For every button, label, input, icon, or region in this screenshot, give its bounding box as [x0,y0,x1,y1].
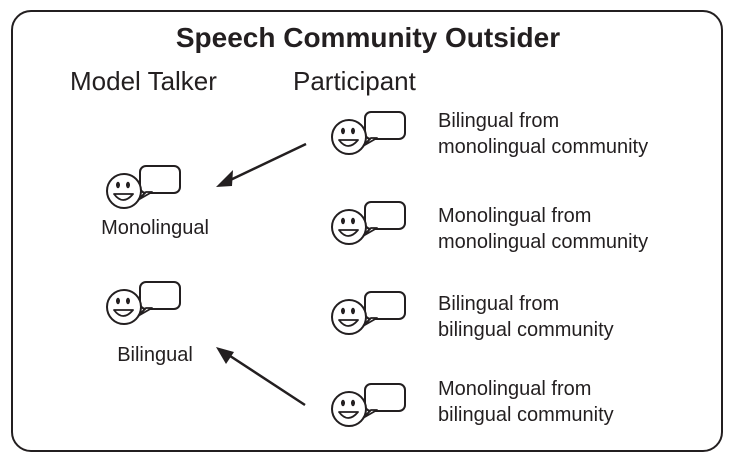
smiley-speech-bubble-icon [106,165,181,209]
participant-label-line1: Bilingual from [438,110,560,132]
participant-label: Monolingual from monolingual community [438,203,648,255]
participant-label-line1: Monolingual from [438,378,592,400]
smiley-speech-bubble-icon [331,291,406,335]
model-talker-label-monolingual: Monolingual [101,217,209,239]
diagram-title: Speech Community Outsider [175,22,561,53]
arrow-to-bilingual [223,350,306,407]
participant-label-line2: monolingual community [438,136,649,158]
smiley-speech-bubble-icon [331,111,406,155]
participant-label-line1: Monolingual from [438,205,592,227]
participant-label-line1: Bilingual from [438,293,560,315]
smiley-speech-bubble-icon [331,201,406,245]
participant-label: Monolingual from bilingual community [438,376,614,428]
smiley-speech-bubble-icon [331,383,406,427]
smiley-speech-bubble-icon [106,281,181,325]
column-header-model-talker: Model Talker [70,66,217,96]
participant-label-line2: bilingual community [438,404,614,426]
arrowhead-monolingual [216,170,233,187]
arrow-to-monolingual [223,142,307,185]
participant-label: Bilingual from monolingual community [438,108,648,160]
arrowhead-bilingual [216,347,234,364]
participant-label-line2: monolingual community [438,231,649,253]
model-talker-label-bilingual: Bilingual [117,344,193,366]
participant-label: Bilingual from bilingual community [438,291,614,343]
column-header-participant: Participant [293,66,416,96]
diagram-frame [11,10,723,452]
participant-label-line2: bilingual community [438,319,614,341]
